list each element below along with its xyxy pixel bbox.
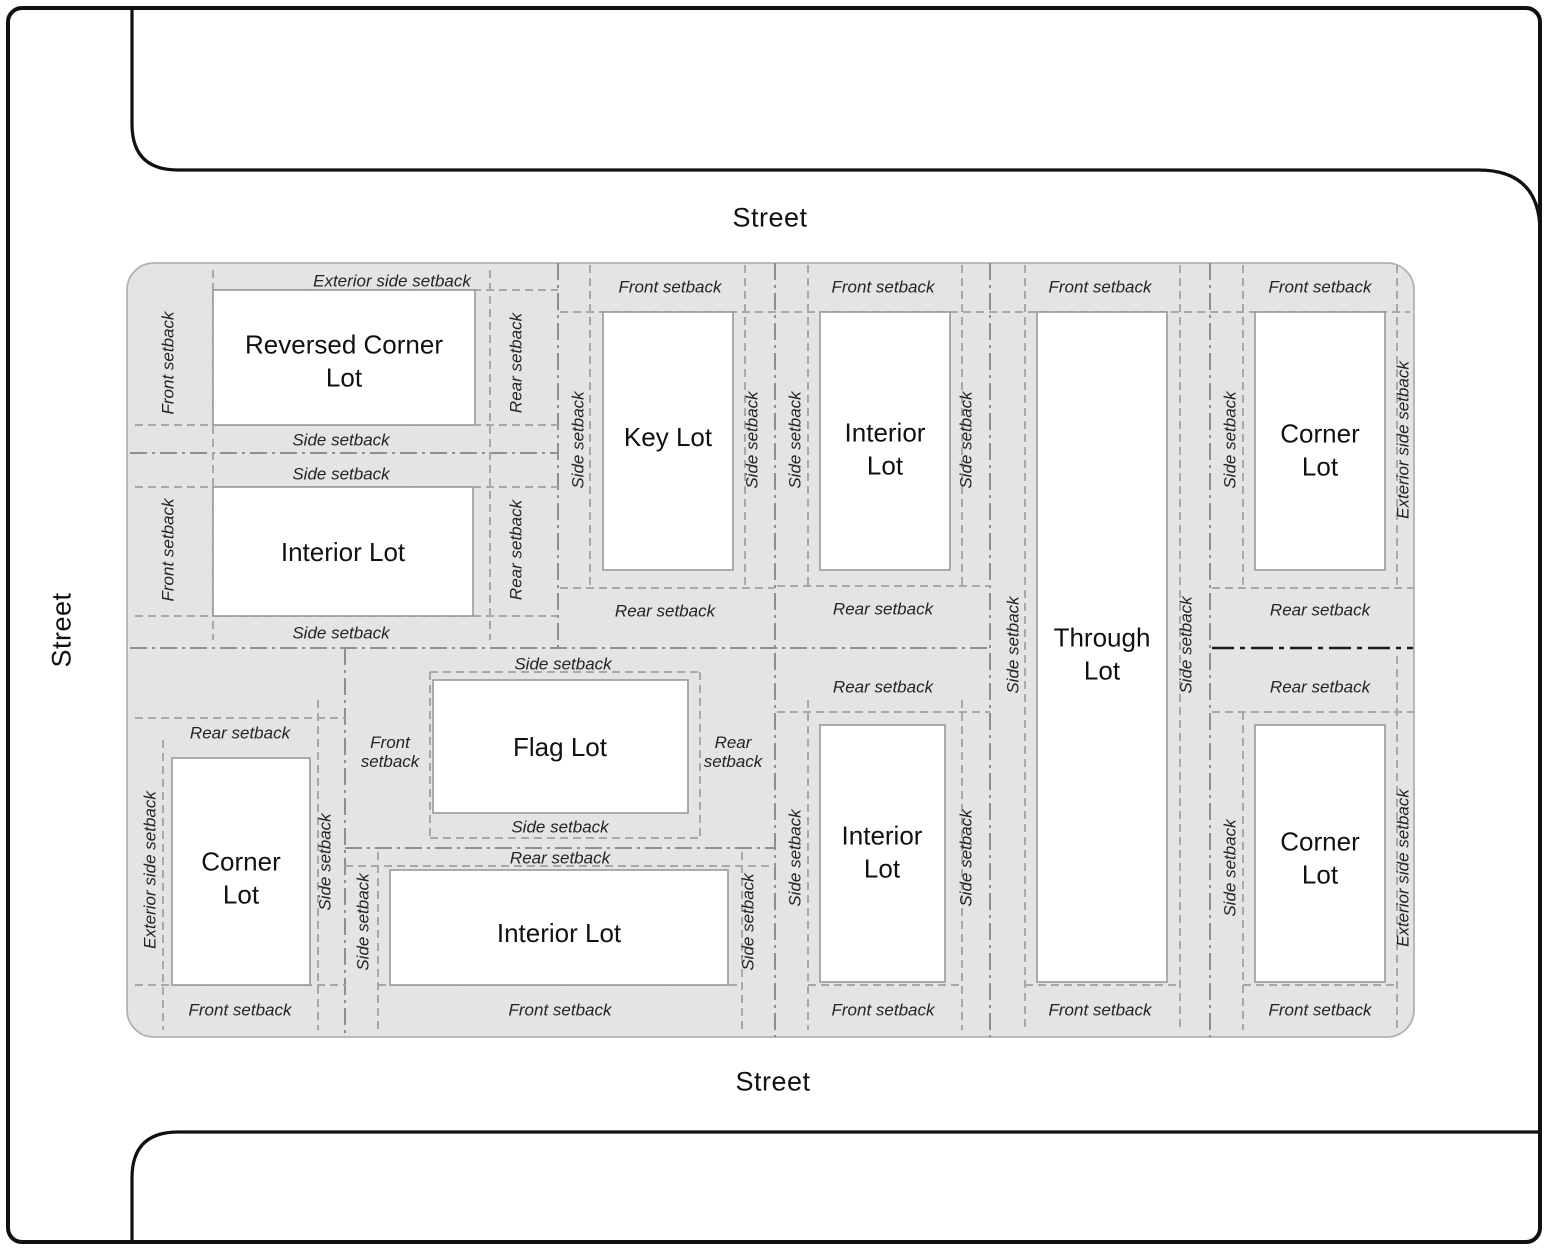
lot-rect-through [1036, 311, 1168, 983]
setback-label-side: Side setback [353, 873, 373, 971]
setback-label-side: Side setback [742, 391, 762, 489]
lot-rect-interior-top-mid [819, 311, 951, 571]
lot-rect-corner-bottom-right [1254, 724, 1386, 983]
setback-label-side: Side setback [511, 817, 609, 837]
setback-label-side: Side setback [785, 809, 805, 907]
lot-label-corner: Corner Lot [1280, 418, 1360, 482]
lot-label-interior: Interior Lot [841, 820, 923, 884]
setback-label-front: Front setback [1268, 277, 1372, 297]
setback-label-side: Side setback [315, 813, 335, 911]
lot-label-reversed-corner: Reversed Corner Lot [245, 329, 443, 393]
lot-label-interior: Interior Lot [844, 417, 926, 481]
street-curb-bottom [130, 1130, 1540, 1242]
setback-label-side: Side setback [292, 464, 390, 484]
street-label-top: Street [732, 202, 808, 233]
setback-label-side: Side setback [785, 391, 805, 489]
setback-label-rear: Rear setback [506, 312, 526, 414]
lot-rect-reversed-corner [212, 289, 476, 426]
lot-rect-corner-top-right [1254, 311, 1386, 571]
lot-rect-flag [432, 679, 689, 814]
setback-label-exterior-side: Exterior side setback [1393, 789, 1413, 947]
setback-label-side: Side setback [1220, 391, 1240, 489]
setback-label-rear: Rear setback [189, 723, 291, 743]
setback-label-side: Side setback [1176, 596, 1196, 694]
setback-label-front: Front setback [618, 277, 722, 297]
setback-label-rear: Rear setback [614, 601, 716, 621]
setback-label-front: Front setback [831, 277, 935, 297]
lot-label-through: Through Lot [1053, 622, 1151, 686]
setback-label-exterior-side: Exterior side setback [1393, 361, 1413, 519]
setback-label-rear: Rear setback [832, 599, 934, 619]
setback-label-front: Front setback [508, 1000, 612, 1020]
setback-label-rear: Rear setback [832, 677, 934, 697]
setback-label-front: Front setback [360, 732, 420, 771]
setback-label-exterior-side: Exterior side setback [313, 271, 471, 291]
setback-label-side: Side setback [738, 873, 758, 971]
lot-rect-interior-bottom-mid [819, 724, 946, 983]
setback-label-front: Front setback [1268, 1000, 1372, 1020]
setback-label-rear: Rear setback [509, 848, 611, 868]
lot-label-interior: Interior Lot [496, 917, 622, 948]
lot-label-corner: Corner Lot [201, 846, 281, 910]
setback-label-side: Side setback [956, 809, 976, 907]
setback-label-side: Side setback [1003, 596, 1023, 694]
setback-label-exterior-side: Exterior side setback [140, 791, 160, 949]
setback-label-front: Front setback [158, 498, 178, 602]
setback-label-front: Front setback [1048, 1000, 1152, 1020]
setback-label-front: Front setback [831, 1000, 935, 1020]
lot-label-corner: Corner Lot [1280, 826, 1360, 890]
street-label-bottom: Street [735, 1066, 811, 1097]
setback-label-rear: Rear setback [703, 732, 763, 771]
setback-label-front: Front setback [188, 1000, 292, 1020]
setback-label-rear: Rear setback [506, 499, 526, 601]
setback-label-side: Side setback [568, 391, 588, 489]
setback-label-side: Side setback [292, 430, 390, 450]
lot-label-key: Key Lot [623, 421, 713, 452]
lot-rect-key [602, 311, 734, 571]
street-curb-top [130, 8, 1542, 233]
setback-label-rear: Rear setback [1269, 677, 1371, 697]
lot-rect-corner-bottom-left [171, 757, 311, 986]
figure-border [6, 6, 1542, 1244]
setback-label-front: Front setback [1048, 277, 1152, 297]
setback-label-front: Front setback [158, 311, 178, 415]
lot-label-flag: Flag Lot [513, 731, 607, 762]
street-label-left: Street [46, 592, 77, 668]
setback-label-side: Side setback [514, 654, 612, 674]
setback-label-side: Side setback [956, 391, 976, 489]
setback-label-rear: Rear setback [1269, 600, 1371, 620]
setback-label-side: Side setback [1220, 819, 1240, 917]
setback-label-side: Side setback [292, 623, 390, 643]
lot-rect-interior-bottom [389, 869, 729, 986]
lot-label-interior: Interior Lot [280, 536, 406, 567]
lot-rect-interior-top-left [212, 486, 474, 617]
